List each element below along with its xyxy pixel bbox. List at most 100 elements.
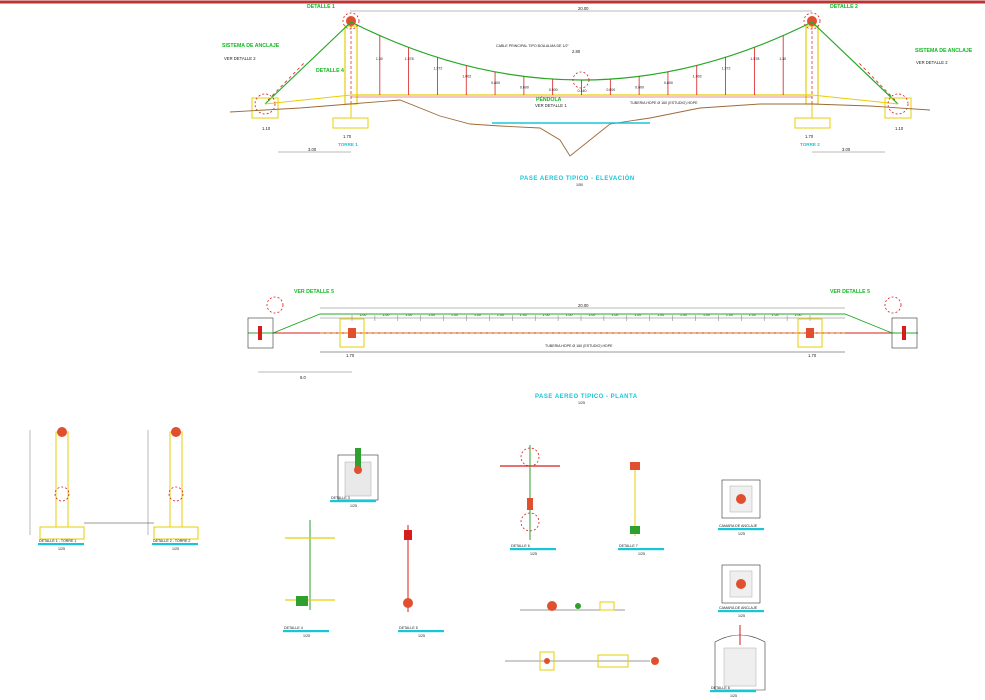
plan-spacing-label: 1.00 [703, 313, 710, 317]
detail-title: DETALLE 7 [619, 544, 638, 548]
span-dimension: 20.00 [578, 6, 589, 11]
plan-spacing-label: 1.00 [543, 313, 550, 317]
plan-spacing-label: 1.00 [428, 313, 435, 317]
tower-base-right-dim: 1.70 [805, 134, 814, 139]
hanger-length-label: 1.578 [750, 57, 759, 61]
label-torre-2: TORRE 2 [800, 142, 820, 147]
detail-title: CAMARA DE ANCLAJE [719, 524, 758, 528]
plan-spacing-label: 1.00 [497, 313, 504, 317]
detail-scale: 1/25 [350, 504, 357, 508]
detail-scale: 1/25 [172, 547, 179, 551]
side-right-dim: 3.00 [842, 147, 851, 152]
detail-scale: 1/25 [303, 634, 310, 638]
label-detalle-4: DETALLE 4 [316, 68, 344, 74]
detail-title-bar [718, 610, 764, 613]
detail-title: DETALLE 4 [284, 626, 303, 630]
plan-spacing-label: 1.00 [795, 313, 802, 317]
label-ver-detalle-left: VER DETALLE 2 [224, 56, 256, 61]
hanger-length-label: 0.500 [606, 88, 615, 92]
detail-title: DETALLE 6 [511, 544, 530, 548]
side-left-dim: 3.00 [308, 147, 317, 152]
label-tuberia: TUBERIA HDPE Ø 160 (ESTUDIO) HDPE [630, 101, 698, 105]
detail-title: DETALLE 8 [711, 686, 730, 690]
label-ver-detalle-right: VER DETALLE 2 [916, 60, 948, 65]
plan-label-tuberia: TUBERIA HDPE Ø 160 (ESTUDIO) HDPE [545, 344, 613, 348]
plan-spacing-label: 1.00 [726, 313, 733, 317]
hanger-length-label: 0.800 [664, 81, 673, 85]
hanger-length-label: 1.272 [433, 66, 442, 70]
detail-title-bar [38, 543, 84, 546]
elevation-title: PASE AEREO TIPICO - ELEVACIÓN [520, 174, 635, 182]
plan-spacing-label: 1.00 [680, 313, 687, 317]
hanger-length-label: 1.30 [376, 57, 383, 61]
label-ver-detalle-1: VER DETALLE 1 [535, 103, 567, 108]
plan-spacing-label: 1.00 [566, 313, 573, 317]
hanger-length-label: 0.500 [549, 88, 558, 92]
plan-spacing-label: 1.00 [657, 313, 664, 317]
hanger-length-label: 0.800 [491, 81, 500, 85]
plan-side-dim: 6.0 [300, 375, 306, 380]
detail-towers [29, 427, 199, 540]
plan-label-ver-detalle-5-right: VER DETALLE 5 [830, 289, 870, 295]
hanger-length-label: 1.002 [462, 75, 471, 79]
plan-spacing-label: 1.00 [359, 313, 366, 317]
anchor-right-dim: 1.10 [895, 126, 904, 131]
hanger-length-label: 1.272 [722, 66, 731, 70]
hanger-group: 1.30 1.578 1.272 1.002 0.800 0.600 0.500 0.440 0… [376, 35, 786, 95]
sag-dim: 2.80 [572, 49, 581, 54]
hanger-length-label: 1.30 [779, 57, 786, 61]
tower-base-left-dim: 1.70 [343, 134, 352, 139]
label-detalle-1: DETALLE 1 [307, 4, 335, 10]
plan-spacing-label: 1.00 [451, 313, 458, 317]
hanger-length-label: 1.002 [693, 75, 702, 79]
plan-title: PASE AEREO TIPICO - PLANTA [535, 394, 638, 400]
label-sistema-anclaje-right: SISTEMA DE ANCLAJE [915, 48, 973, 54]
detail-anchor-chambers [714, 479, 766, 691]
detail-scale: 1/25 [738, 614, 745, 618]
label-detalle-2: DETALLE 2 [830, 4, 858, 10]
hanger-length-label: 1.578 [405, 57, 414, 61]
detail-scale: 1/25 [58, 547, 65, 551]
plan-spacing-label: 1.00 [611, 313, 618, 317]
detail-scale: 1/25 [738, 532, 745, 536]
detail-title-bar [618, 548, 664, 551]
plan-spacing-label: 1.00 [474, 313, 481, 317]
plan-spacing-group: 1.00 1.00 1.00 1.00 1.00 1.00 1.00 1.00 1.00 1.00… [351, 313, 811, 321]
detail-title: DETALLE 5 [399, 626, 418, 630]
plan-span-dim: 20.00 [578, 303, 589, 308]
plan-label-ver-detalle-5-left: VER DETALLE 5 [294, 289, 334, 295]
detail-cable-clamps [500, 445, 659, 671]
plan-spacing-label: 1.00 [520, 313, 527, 317]
detail-title-bar [283, 630, 329, 633]
detail-title: CAMARA DE ANCLAJE [719, 606, 758, 610]
plan-spacing-label: 1.00 [588, 313, 595, 317]
detail-scale: 1/25 [530, 552, 537, 556]
detail-title: DETALLE 1 - TORRE 1 [39, 539, 76, 543]
plan-tower-dim-left: 1.70 [346, 353, 355, 358]
label-pendola: PÉNDOLA [536, 95, 562, 103]
label-torre-1: TORRE 1 [338, 142, 358, 147]
detail-title: DETALLE 2 - TORRE 2 [153, 539, 190, 543]
detail-scale: 1/25 [730, 694, 737, 698]
hanger-length-label: 0.440 [578, 89, 587, 93]
plan-spacing-label: 1.00 [405, 313, 412, 317]
detail-scale: 1/25 [418, 634, 425, 638]
plan-spacing-label: 1.00 [749, 313, 756, 317]
plan-tower-dim-right: 1.70 [808, 353, 817, 358]
detail-title: DETALLE 3 [331, 496, 350, 500]
detail-pendola-vertical [285, 520, 413, 612]
plan-spacing-label: 1.00 [772, 313, 779, 317]
plan-spacing-label: 1.00 [382, 313, 389, 317]
label-cable-principal: CABLE PRINCIPAL TIPO BOA ALMA DE 1/2" [496, 44, 569, 48]
detail-scale: 1/25 [638, 552, 645, 556]
anchor-left-dim: 1.10 [262, 126, 271, 131]
detail-title-bar [152, 543, 198, 546]
detail-title-bar [510, 548, 556, 551]
hanger-length-label: 0.600 [635, 85, 644, 89]
detail-title-bar [710, 690, 756, 693]
plan-spacing-label: 1.00 [634, 313, 641, 317]
